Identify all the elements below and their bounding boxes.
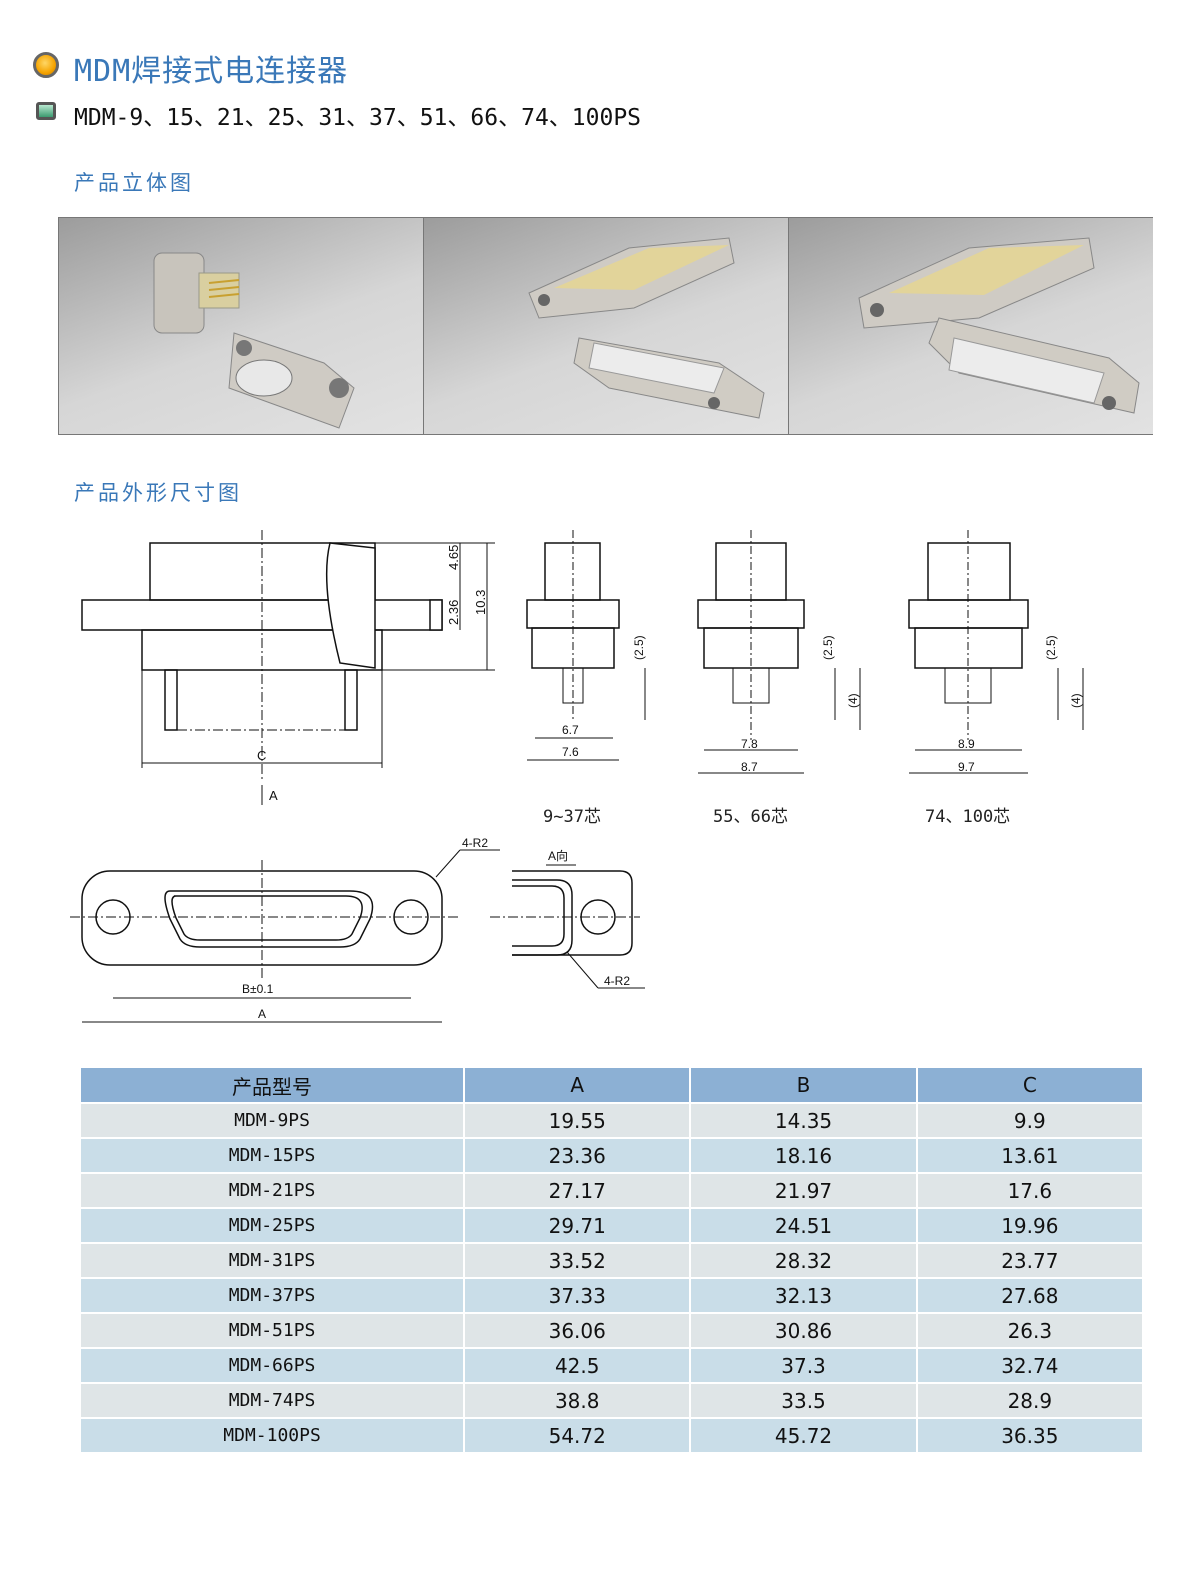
cell-model: MDM-9PS	[81, 1104, 464, 1137]
caption-55-66: 55、66芯	[713, 807, 788, 827]
cell-b: 28.32	[691, 1244, 916, 1277]
view-a-label: A向	[548, 848, 568, 863]
cell-model: MDM-15PS	[81, 1139, 464, 1172]
table-header-row: 产品型号 A B C	[81, 1068, 1142, 1102]
dim-inner-9-37: 6.7	[562, 723, 579, 737]
cell-model: MDM-31PS	[81, 1244, 464, 1277]
cell-model: MDM-51PS	[81, 1314, 464, 1347]
cell-model: MDM-66PS	[81, 1349, 464, 1382]
dim-pin2-74-100: (4)	[1069, 693, 1083, 708]
cell-a: 19.55	[465, 1104, 690, 1137]
cell-a: 37.33	[465, 1279, 690, 1312]
section-title-photos: 产品立体图	[74, 171, 194, 195]
view-a-drawing	[490, 864, 645, 989]
page-title: MDM焊接式电连接器	[74, 54, 349, 89]
cell-a: 29.71	[465, 1209, 690, 1242]
cell-b: 45.72	[691, 1419, 916, 1452]
dim-outer-55-66: 8.7	[741, 760, 758, 774]
cell-a: 36.06	[465, 1314, 690, 1347]
model-list: MDM-9、15、21、25、31、37、51、66、74、100PS	[74, 105, 642, 131]
cell-c: 36.35	[917, 1419, 1142, 1452]
cell-c: 32.74	[917, 1349, 1142, 1382]
cell-c: 13.61	[917, 1139, 1142, 1172]
cell-a: 42.5	[465, 1349, 690, 1382]
section-title-dimensions: 产品外形尺寸图	[74, 481, 242, 505]
cell-b: 24.51	[691, 1209, 916, 1242]
cell-c: 9.9	[917, 1104, 1142, 1137]
dim-inner-74-100: 8.9	[958, 737, 975, 751]
dimension-drawings: 4.65 2.36 10.3 C A 6.7 7.6 (2.5) 7.8 8.7…	[70, 530, 1084, 1023]
cell-model: MDM-74PS	[81, 1384, 464, 1417]
dim-a: A	[258, 1007, 266, 1021]
cell-c: 23.77	[917, 1244, 1142, 1277]
orange-bullet-icon	[33, 52, 59, 78]
front-view-drawing	[70, 849, 500, 1023]
radius-label-front: 4-R2	[462, 836, 488, 850]
view-a-arrow-label: A	[269, 788, 278, 803]
dim-b: B±0.1	[242, 982, 274, 996]
header-model: 产品型号	[81, 1068, 464, 1102]
cell-a: 23.36	[465, 1139, 690, 1172]
cell-b: 21.97	[691, 1174, 916, 1207]
cell-c: 27.68	[917, 1279, 1142, 1312]
header-a: A	[465, 1068, 690, 1102]
dim-pin-74-100: (2.5)	[1044, 635, 1058, 660]
caption-74-100: 74、100芯	[925, 807, 1011, 827]
variant-drawing-74-100	[908, 530, 1084, 774]
dim-4-65: 4.65	[446, 545, 461, 570]
header-b: B	[691, 1068, 916, 1102]
radius-label-view-a: 4-R2	[604, 974, 630, 988]
header-c: C	[917, 1068, 1142, 1102]
cell-model: MDM-21PS	[81, 1174, 464, 1207]
dim-2-36: 2.36	[446, 600, 461, 625]
green-bullet-icon	[36, 102, 56, 120]
product-photo-66pin	[424, 218, 789, 434]
product-photo-9pin	[59, 218, 424, 434]
dim-pin2-55-66: (4)	[846, 693, 860, 708]
side-view-drawing	[81, 530, 495, 805]
cell-model: MDM-100PS	[81, 1419, 464, 1452]
dim-outer-9-37: 7.6	[562, 745, 579, 759]
cell-c: 26.3	[917, 1314, 1142, 1347]
cell-c: 28.9	[917, 1384, 1142, 1417]
dim-pin-55-66: (2.5)	[821, 635, 835, 660]
cell-a: 54.72	[465, 1419, 690, 1452]
product-photos	[58, 217, 1153, 435]
cell-a: 27.17	[465, 1174, 690, 1207]
cell-b: 32.13	[691, 1279, 916, 1312]
dim-c: C	[257, 748, 266, 763]
cell-c: 19.96	[917, 1209, 1142, 1242]
caption-9-37: 9~37芯	[543, 807, 601, 827]
cell-a: 38.8	[465, 1384, 690, 1417]
variant-drawing-9-37	[526, 530, 646, 761]
cell-b: 18.16	[691, 1139, 916, 1172]
dim-outer-74-100: 9.7	[958, 760, 975, 774]
product-photo-100pin	[789, 218, 1153, 434]
dim-pin-9-37: (2.5)	[632, 635, 646, 660]
cell-b: 30.86	[691, 1314, 916, 1347]
dim-10-3: 10.3	[473, 590, 488, 615]
cell-c: 17.6	[917, 1174, 1142, 1207]
cell-b: 14.35	[691, 1104, 916, 1137]
variant-drawing-55-66	[697, 530, 861, 774]
cell-b: 33.5	[691, 1384, 916, 1417]
cell-model: MDM-25PS	[81, 1209, 464, 1242]
dim-inner-55-66: 7.8	[741, 737, 758, 751]
cell-b: 37.3	[691, 1349, 916, 1382]
cell-a: 33.52	[465, 1244, 690, 1277]
cell-model: MDM-37PS	[81, 1279, 464, 1312]
